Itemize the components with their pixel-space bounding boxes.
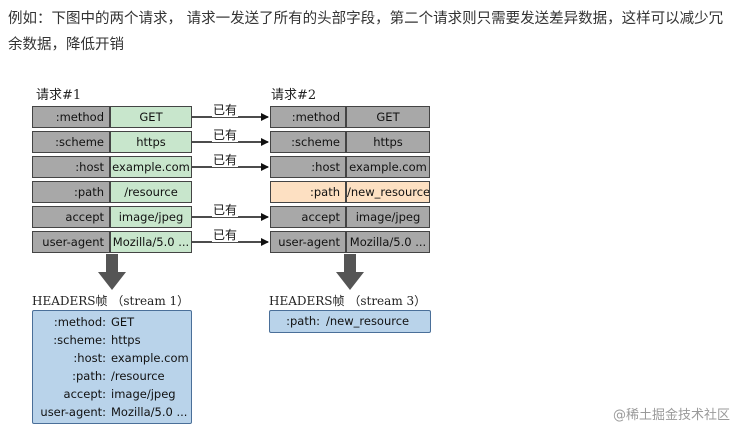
header-key: :scheme — [270, 131, 346, 153]
frame-row: user-agent: Mozilla/5.0 ... — [33, 403, 191, 421]
down-arrow-icon — [336, 254, 364, 290]
header-value: image/jpeg — [346, 206, 430, 228]
frame-value: /new_resource — [326, 314, 410, 328]
watermark: @稀土掘金技术社区 — [612, 408, 730, 423]
header-key: user-agent — [270, 231, 346, 253]
request1-label: 请求#1 — [36, 88, 82, 103]
arrow-label: 已有 — [212, 228, 239, 242]
frame-row: :scheme: https — [33, 331, 191, 349]
frame-key: :path: — [286, 314, 320, 328]
header-key: :host — [270, 156, 346, 178]
header-key: accept — [32, 206, 110, 228]
down-arrow-icon — [98, 254, 126, 290]
frame-value: GET — [111, 315, 135, 329]
frame-value: image/jpeg — [111, 387, 176, 401]
header-value: image/jpeg — [110, 206, 192, 228]
header-value: /new_resource — [346, 181, 430, 203]
frame1-title: HEADERS帧 （stream 1） — [32, 294, 190, 308]
header-key: accept — [270, 206, 346, 228]
frame-key: user-agent: — [40, 405, 106, 419]
header-key: user-agent — [32, 231, 110, 253]
headers-frame-stream3: :path: /new_resource — [269, 310, 431, 333]
header-key: :host — [32, 156, 110, 178]
frame-row: accept: image/jpeg — [33, 385, 191, 403]
headers-frame-stream1: :method: GET :scheme: https :host: examp… — [32, 310, 192, 424]
frame-row: :path: /resource — [33, 367, 191, 385]
frame-key: :method: — [53, 315, 106, 329]
arrow-label: 已有 — [212, 128, 239, 142]
frame-key: :host: — [73, 351, 106, 365]
frame-value: example.com — [111, 351, 189, 365]
header-value: Mozilla/5.0 ... — [110, 231, 192, 253]
frame-value: https — [111, 333, 141, 347]
arrow-label: 已有 — [212, 103, 239, 117]
frame-key: :scheme: — [53, 333, 106, 347]
frame-row: :method: GET — [33, 313, 191, 331]
frame-value: /resource — [111, 369, 165, 383]
header-value: example.com — [346, 156, 430, 178]
arrow-label: 已有 — [212, 203, 239, 217]
frame-key: :path: — [72, 369, 106, 383]
header-value: Mozilla/5.0 ... — [346, 231, 430, 253]
header-key: :method — [270, 106, 346, 128]
intro-paragraph: 例如：下图中的两个请求， 请求一发送了所有的头部字段，第二个请求则只需要发送差异… — [8, 11, 724, 53]
request2-label: 请求#2 — [271, 88, 317, 103]
header-value: GET — [346, 106, 430, 128]
header-value: https — [346, 131, 430, 153]
frame-row: :host: example.com — [33, 349, 191, 367]
arrow-label: 已有 — [212, 153, 239, 167]
frame-key: accept: — [63, 387, 106, 401]
header-value: GET — [110, 106, 192, 128]
frame3-title: HEADERS帧 （stream 3） — [269, 294, 427, 308]
frame-value: Mozilla/5.0 ... — [111, 405, 188, 419]
header-value: https — [110, 131, 192, 153]
header-value: example.com — [110, 156, 192, 178]
header-key: :method — [32, 106, 110, 128]
header-key: :path — [32, 181, 110, 203]
frame-row: :path: /new_resource — [270, 312, 430, 330]
header-value: /resource — [110, 181, 192, 203]
header-key: :path — [270, 181, 346, 203]
header-key: :scheme — [32, 131, 110, 153]
